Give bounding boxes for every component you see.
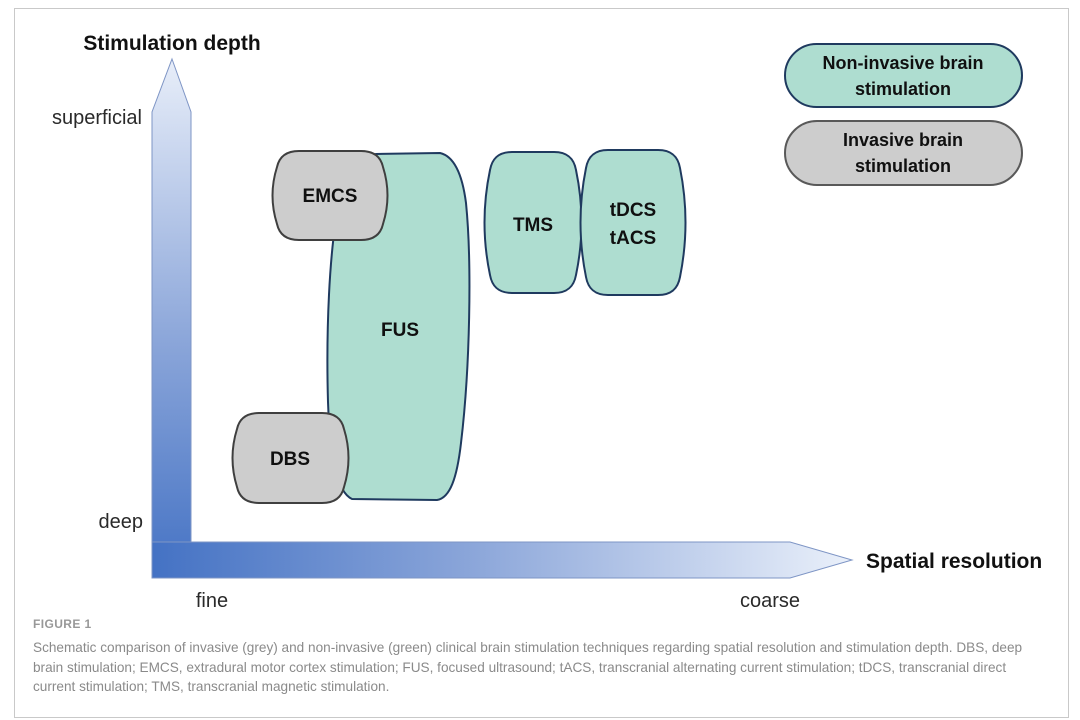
fus-label: FUS xyxy=(381,320,419,341)
legend-invasive-line2: stimulation xyxy=(855,156,951,176)
y-axis-bottom-label: deep xyxy=(99,511,144,533)
y-axis-title: Stimulation depth xyxy=(83,32,260,55)
emcs-shape xyxy=(271,150,389,241)
tacs-label: tACS xyxy=(610,228,656,249)
x-axis-arrow xyxy=(151,541,854,579)
x-axis-left-label: fine xyxy=(196,590,228,612)
dbs-shape xyxy=(231,412,350,504)
tdcs-label: tDCS xyxy=(610,200,656,221)
legend-noninvasive-pill xyxy=(784,43,1023,108)
legend-noninvasive-line2: stimulation xyxy=(855,79,951,99)
x-axis-title: Spatial resolution xyxy=(866,550,1042,573)
tms-shape xyxy=(483,151,583,294)
legend-invasive-line1: Invasive brain xyxy=(843,130,963,150)
figure-caption: Schematic comparison of invasive (grey) … xyxy=(33,640,1023,695)
legend-invasive-pill xyxy=(784,120,1023,186)
emcs-label: EMCS xyxy=(303,186,358,207)
tms-label: TMS xyxy=(513,215,553,236)
y-axis-top-label: superficial xyxy=(52,107,142,129)
dbs-label: DBS xyxy=(270,449,310,470)
legend-noninvasive-line1: Non-invasive brain xyxy=(822,53,983,73)
figure-label: FIGURE 1 xyxy=(33,617,92,631)
y-axis-arrow xyxy=(151,57,192,579)
x-axis-right-label: coarse xyxy=(740,590,800,612)
tdcs-tacs-shape xyxy=(579,149,687,296)
